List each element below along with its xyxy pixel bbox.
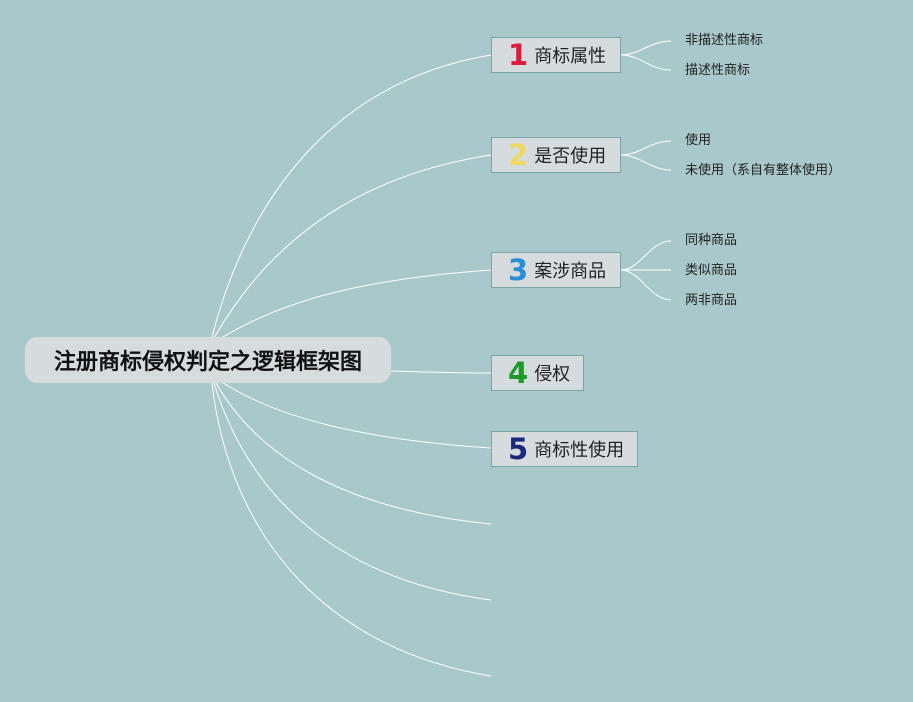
connector-root-branch-2	[213, 154, 492, 339]
connector-b2-leaf-1	[620, 140, 672, 156]
branch-label-1: 商标属性	[534, 46, 607, 67]
leaf-3-1[interactable]: 同种商品	[685, 233, 738, 248]
connector-root-branch-4	[390, 370, 492, 374]
connector-root-empty-1	[215, 382, 492, 525]
root-title: 注册商标侵权判定之逻辑框架图	[53, 350, 362, 375]
branch-number-3: 3	[508, 252, 529, 287]
branch-label-2: 是否使用	[534, 146, 607, 167]
branch-node-2[interactable]: 2 是否使用	[491, 137, 621, 173]
connector-root-branch-5	[219, 380, 492, 449]
branch-node-4[interactable]: 4 侵权	[491, 355, 584, 391]
branch-node-5[interactable]: 5 商标性使用	[491, 431, 638, 467]
branch-node-3[interactable]: 3 案涉商品	[491, 252, 621, 288]
branch-node-1[interactable]: 1 商标属性	[491, 37, 621, 73]
leaf-1-1[interactable]: 非描述性商标	[685, 33, 764, 48]
branch-label-5: 商标性使用	[534, 440, 625, 461]
branch-number-4: 4	[508, 355, 529, 390]
branch-label-4: 侵权	[534, 364, 571, 385]
connector-b1-leaf-1	[620, 40, 672, 56]
connector-root-empty-2	[213, 382, 492, 601]
leaf-1-2[interactable]: 描述性商标	[685, 63, 751, 78]
leaf-3-2[interactable]: 类似商品	[685, 263, 738, 278]
branch-number-1: 1	[508, 37, 529, 72]
leaf-3-3[interactable]: 两非商品	[685, 293, 738, 308]
branch-number-5: 5	[508, 431, 529, 466]
connector-b3-leaf-3	[620, 269, 672, 301]
leaf-2-2[interactable]: 未使用（系自有整体使用）	[685, 163, 842, 178]
root-node[interactable]: 注册商标侵权判定之逻辑框架图	[25, 337, 391, 383]
connector-b1-leaf-2	[620, 54, 672, 71]
connector-b3-leaf-1	[620, 240, 672, 271]
branch-number-2: 2	[508, 137, 529, 172]
branch-label-3: 案涉商品	[534, 261, 607, 282]
connector-root-empty-3	[211, 382, 492, 677]
connector-root-branch-1	[211, 54, 492, 338]
connector-root-branch-3	[217, 269, 492, 341]
leaf-2-1[interactable]: 使用	[685, 133, 712, 148]
connector-b2-leaf-2	[620, 154, 672, 171]
